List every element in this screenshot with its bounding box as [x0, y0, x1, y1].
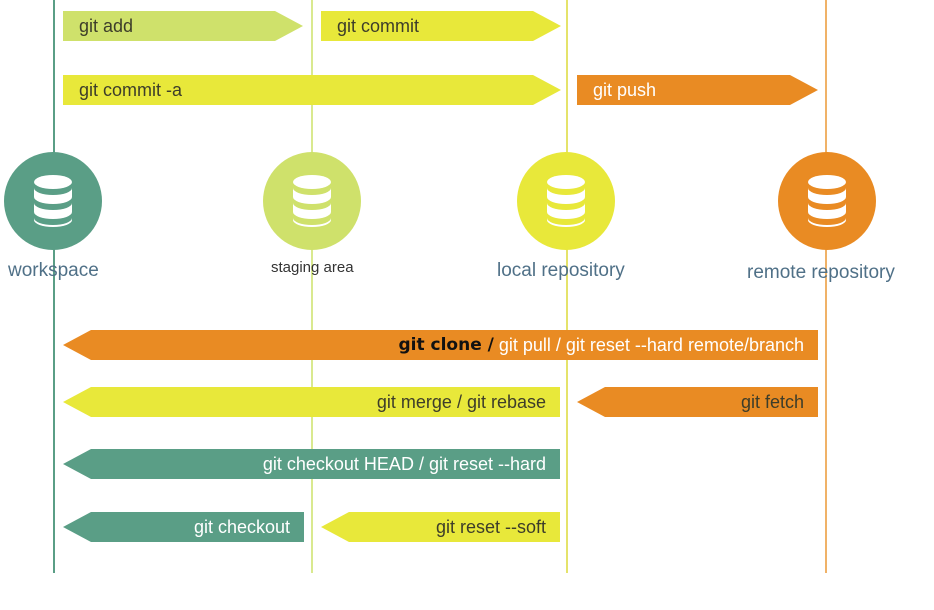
git-checkout-head-arrow: git checkout HEAD / git reset --hard [63, 449, 560, 479]
git-add-arrow: git add [63, 11, 303, 41]
git-commit-a-arrow: git commit -a [63, 75, 561, 105]
git-reset-soft-arrow: git reset --soft [321, 512, 560, 542]
git-fetch-arrow: git fetch [577, 387, 818, 417]
workspace-label: workspace [8, 260, 99, 281]
git-checkout-label: git checkout [193, 516, 290, 537]
git-reset-soft-label: git reset --soft [435, 516, 546, 537]
local-repository-label: local repository [497, 260, 625, 281]
remote-repository-node [778, 152, 876, 250]
staging-area-label: staging area [271, 259, 354, 276]
git-fetch-label: git fetch [740, 391, 804, 412]
git-commit-arrow: git commit [321, 11, 561, 41]
git-commit-label: git commit [337, 15, 420, 36]
local-repository-node [517, 152, 615, 250]
workspace-node [4, 152, 102, 250]
workspace-lane-line [53, 0, 55, 573]
database-icon [547, 175, 585, 227]
staging-area-node [263, 152, 361, 250]
git-add-label: git add [79, 15, 134, 36]
git-push-label: git push [593, 79, 657, 100]
git-merge-rebase-arrow: git merge / git rebase [63, 387, 560, 417]
git-pull-reset-label: git pull / git reset --hard remote/branc… [493, 334, 804, 355]
database-icon [293, 175, 331, 227]
git-checkout-head-label: git checkout HEAD / git reset --hard [262, 453, 546, 474]
remote-repository-label: remote repository [747, 262, 895, 283]
staging-lane-line [311, 0, 313, 573]
git-clone-bold-label: git clone / [398, 335, 494, 355]
git-checkout-arrow: git checkout [63, 512, 304, 542]
local-lane-line [566, 0, 568, 573]
database-icon [808, 175, 846, 227]
remote-lane-line [825, 0, 827, 573]
git-push-arrow: git push [577, 75, 818, 105]
database-icon [34, 175, 72, 227]
git-merge-rebase-label: git merge / git rebase [376, 391, 546, 412]
git-clone-pull-arrow: git clone / git pull / git reset --hard … [63, 330, 818, 360]
git-commit-a-label: git commit -a [79, 79, 183, 100]
